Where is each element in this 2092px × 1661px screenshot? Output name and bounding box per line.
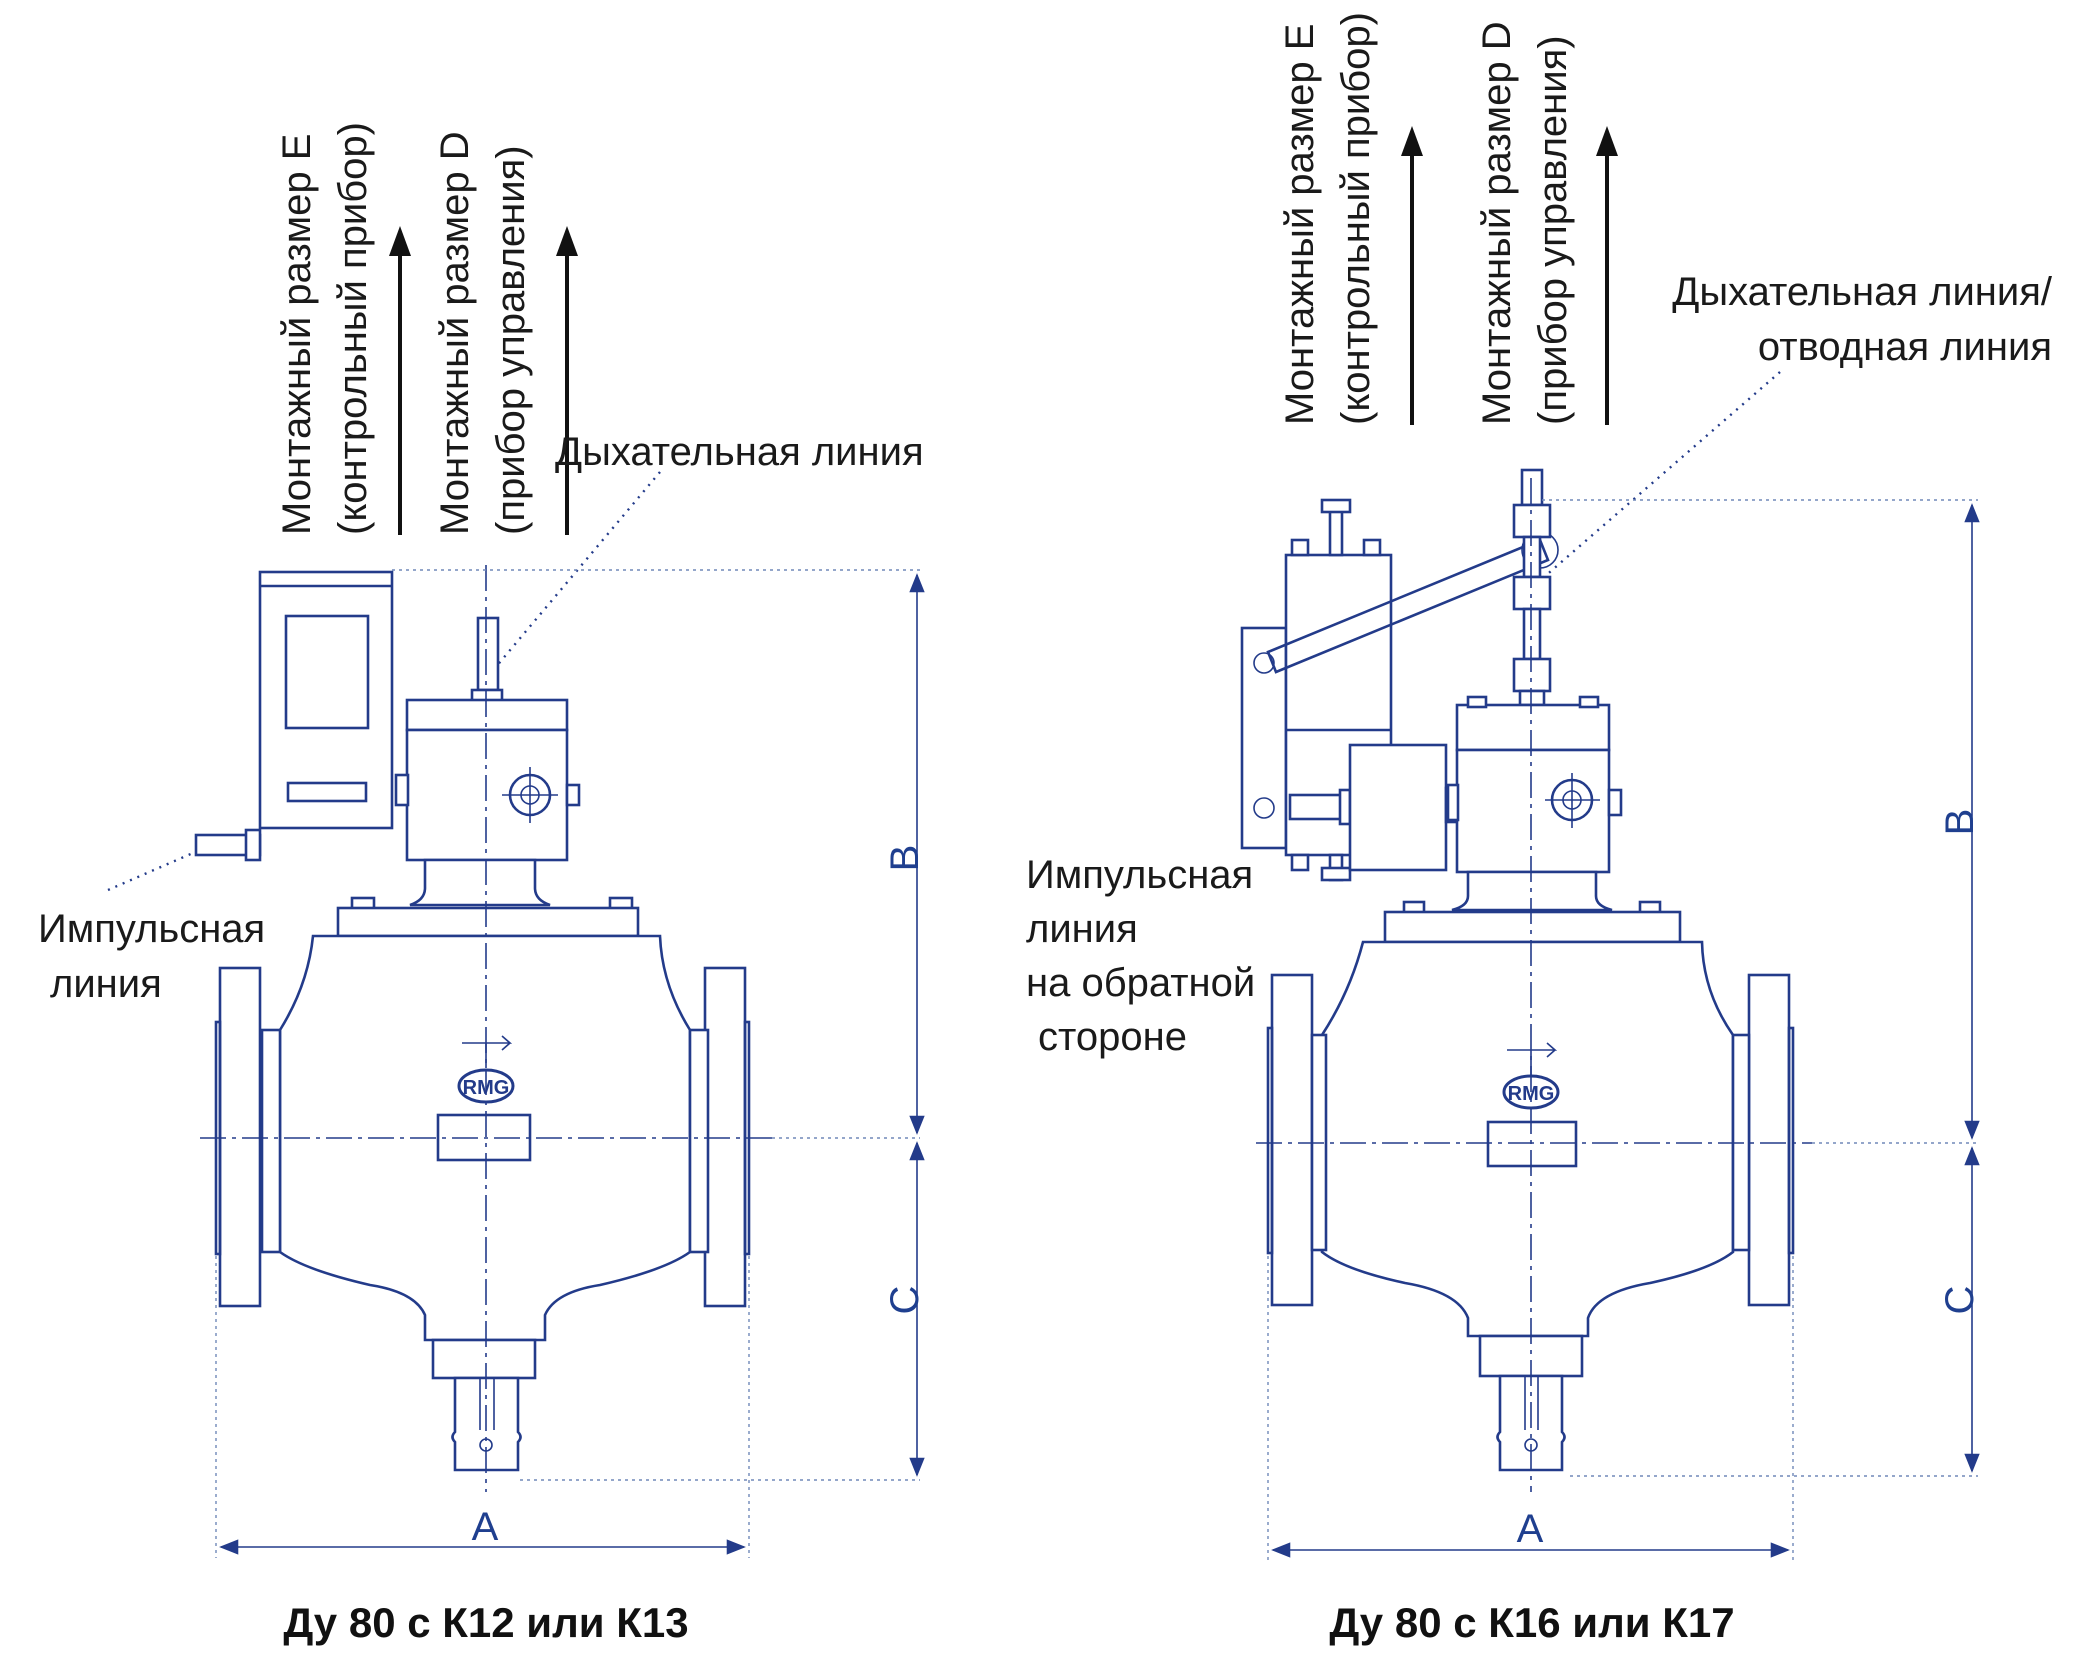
left-label-d-line1: Монтажный размер D	[433, 131, 477, 535]
right-label-d-line1: Монтажный размер D	[1475, 21, 1519, 425]
right-valve-body	[1266, 940, 1795, 1472]
right-label-d-line2: (прибор управления)	[1531, 35, 1575, 425]
left-breathing-leader	[494, 471, 661, 669]
left-arrow-e-head	[389, 226, 411, 256]
left-label-e-line1: Монтажный размер Е	[275, 134, 319, 535]
left-dim-b-label: B	[883, 845, 927, 872]
left-label-e-line2: (контрольный прибор)	[331, 122, 375, 535]
left-label-d: Монтажный размер D (прибор управления)	[433, 131, 533, 535]
left-caption: Ду 80 с К12 или К13	[283, 1599, 688, 1646]
right-label-d: Монтажный размер D (прибор управления)	[1475, 21, 1575, 425]
left-label-e: Монтажный размер Е (контрольный прибор)	[275, 122, 375, 535]
left-controller-box	[194, 570, 394, 862]
right-label-e: Монтажный размер Е (контрольный прибор)	[1278, 12, 1378, 425]
right-drawing: Монтажный размер Е (контрольный прибор) …	[1026, 12, 2053, 1646]
left-arrow-d-head	[556, 226, 578, 256]
right-arrow-e-head	[1401, 126, 1423, 156]
left-dim-a-label: A	[472, 1505, 499, 1549]
right-breathing-label-line2: отводная линия	[1758, 325, 2052, 369]
right-label-e-line1: Монтажный размер Е	[1278, 24, 1322, 425]
right-actuator	[1383, 468, 1682, 944]
left-impulse-label-line1: Импульсная	[38, 907, 265, 951]
right-dim-c-label: C	[1938, 1286, 1982, 1315]
right-dim-b-label: B	[1938, 809, 1982, 836]
right-impulse-label-line1: Импульсная	[1026, 853, 1253, 897]
left-label-d-line2: (прибор управления)	[489, 145, 533, 535]
left-breathing-label: Дыхательная линия	[555, 430, 924, 474]
left-drawing: Монтажный размер Е (контрольный прибор) …	[38, 122, 927, 1646]
right-logo-text: RMG	[1508, 1083, 1555, 1105]
left-impulse-label-line2: линия	[50, 962, 162, 1006]
right-arrow-d-head	[1596, 126, 1618, 156]
right-rmg-logo: RMG	[1502, 1042, 1560, 1110]
right-impulse-label-line3: на обратной	[1026, 961, 1255, 1005]
left-valve-body	[214, 934, 751, 1472]
right-impulse-label-line2: линия	[1026, 907, 1138, 951]
right-label-e-line2: (контрольный прибор)	[1334, 12, 1378, 425]
left-dim-c-label: C	[883, 1286, 927, 1315]
right-caption: Ду 80 с К16 или К17	[1329, 1599, 1734, 1646]
right-dim-a-label: A	[1517, 1507, 1544, 1551]
right-breathing-label-line1: Дыхательная линия/	[1672, 270, 2053, 314]
left-actuator	[336, 616, 640, 938]
right-impulse-label-line4: стороне	[1038, 1015, 1187, 1059]
